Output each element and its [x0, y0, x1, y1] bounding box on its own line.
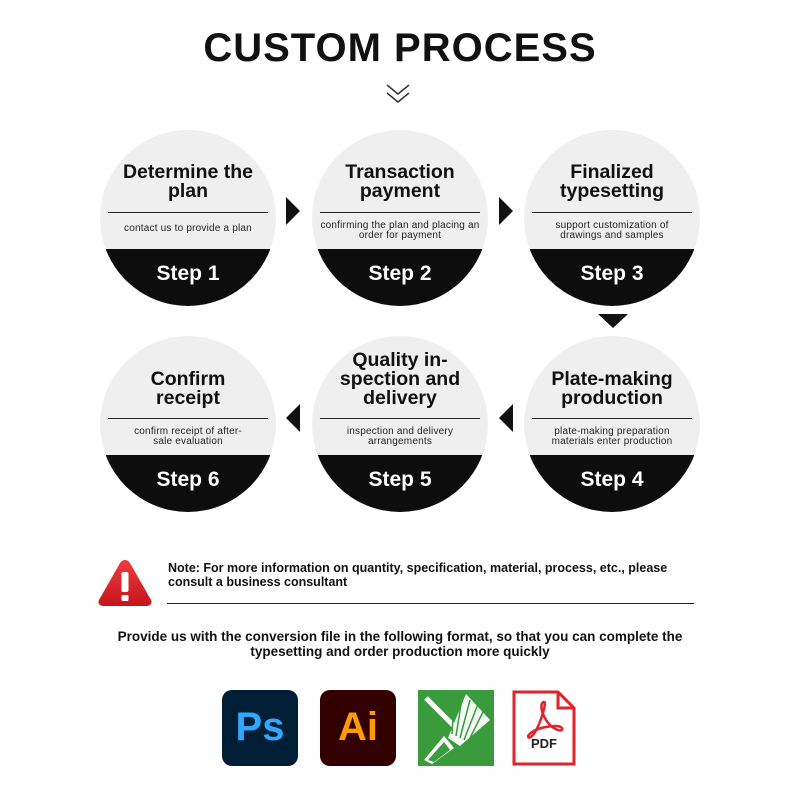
note-text: Note: For more information on quantity, …	[168, 561, 668, 589]
step-circle-5: Quality in-spection and delivery inspect…	[312, 336, 488, 512]
arrow-right-icon	[286, 197, 300, 225]
step-divider	[108, 212, 268, 213]
arrow-left-icon	[499, 404, 513, 432]
step-description: inspection and delivery arrangements	[346, 426, 454, 447]
step-label: Step 1	[100, 249, 276, 306]
arrow-down-icon	[598, 314, 628, 328]
photoshop-label: Ps	[235, 705, 285, 749]
step-circle-6: Confirm receipt confirm receipt of after…	[100, 336, 276, 512]
step-label: Step 4	[524, 455, 700, 512]
step-divider	[108, 418, 268, 419]
step-label: Step 2	[312, 249, 488, 306]
step-label: Step 6	[100, 455, 276, 512]
step-title: Transaction payment	[345, 161, 455, 202]
step-circle-2: Transaction payment confirming the plan …	[312, 130, 488, 306]
step-description: confirm receipt of after-sale evaluation	[134, 426, 242, 447]
step-title: Plate-making production	[551, 368, 673, 409]
chevron-double-down-icon	[386, 84, 410, 103]
step-label: Step 3	[524, 249, 700, 306]
illustrator-icon: Ai	[320, 690, 396, 766]
step-description: contact us to provide a plan	[124, 223, 252, 234]
step-divider	[532, 418, 692, 419]
step-divider	[320, 418, 480, 419]
step-description: support customization of drawings and sa…	[555, 220, 669, 241]
pdf-icon: PDF	[512, 690, 576, 766]
step-divider	[320, 212, 480, 213]
arrow-right-icon	[499, 197, 513, 225]
step-description: plate-making preparation materials enter…	[551, 426, 673, 447]
step-circle-1: Determine the plan contact us to provide…	[100, 130, 276, 306]
coreldraw-icon	[418, 690, 494, 766]
step-circle-4: Plate-making production plate-making pre…	[524, 336, 700, 512]
photoshop-icon: Ps	[222, 690, 298, 766]
step-title: Confirm receipt	[150, 368, 226, 409]
step-circle-3: Finalized typesetting support customizat…	[524, 130, 700, 306]
pdf-label: PDF	[531, 736, 557, 751]
format-intro: Provide us with the conversion file in t…	[117, 629, 683, 659]
page-title: CUSTOM PROCESS	[203, 26, 597, 70]
step-divider	[532, 212, 692, 213]
step-description: confirming the plan and placing an order…	[320, 220, 480, 241]
step-title: Quality in-spection and delivery	[339, 349, 461, 409]
step-title: Determine the plan	[122, 161, 254, 202]
note-divider	[167, 603, 694, 604]
arrow-left-icon	[286, 404, 300, 432]
warning-icon	[98, 560, 152, 606]
step-title: Finalized typesetting	[559, 161, 664, 202]
step-label: Step 5	[312, 455, 488, 512]
illustrator-label: Ai	[338, 705, 378, 749]
